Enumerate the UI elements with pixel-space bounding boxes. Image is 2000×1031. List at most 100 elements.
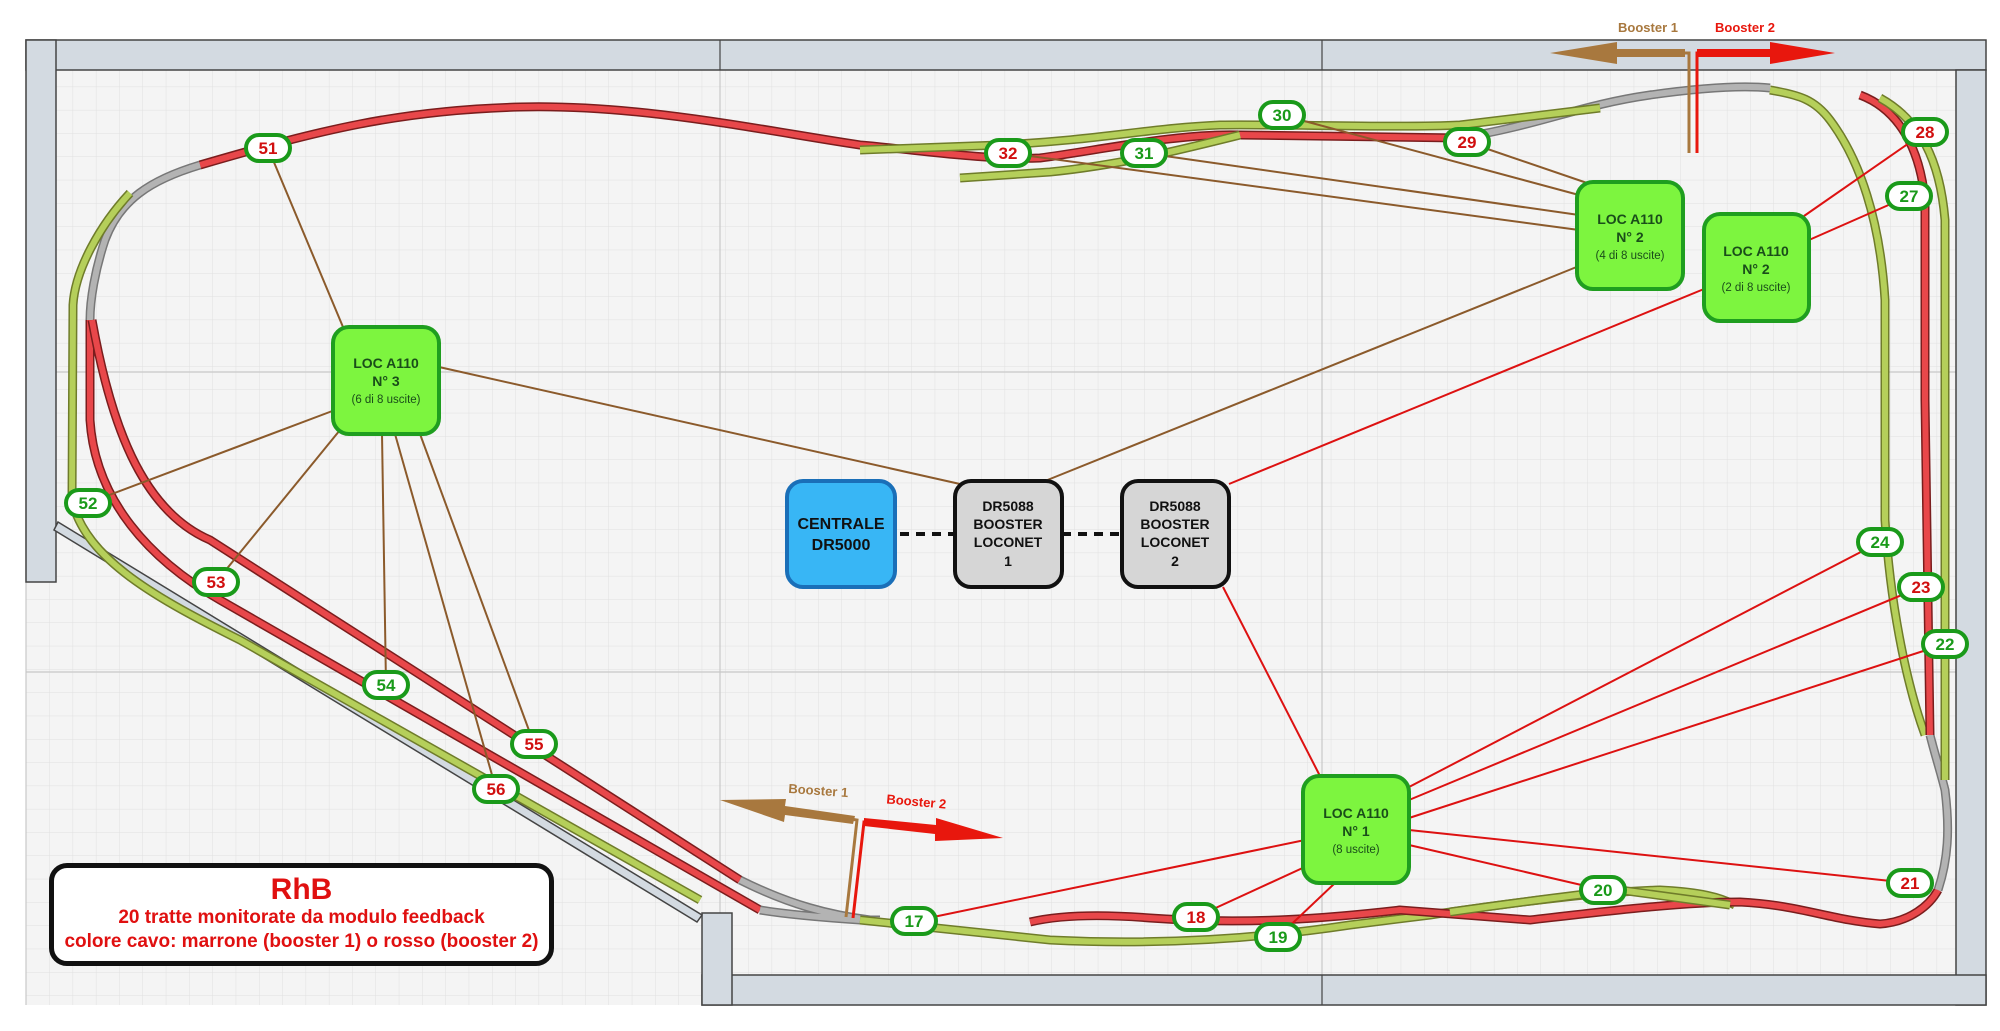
feedback-label-22[interactable]: 22 <box>1921 629 1969 659</box>
feedback-label-20[interactable]: 20 <box>1579 875 1627 905</box>
module-loc-a110-3[interactable]: LOC A110 N° 3 (6 di 8 uscite) <box>331 325 441 436</box>
feedback-label-30[interactable]: 30 <box>1258 100 1306 130</box>
feedback-label-text: 53 <box>207 573 226 592</box>
feedback-label-19[interactable]: 19 <box>1254 922 1302 952</box>
feedback-wire-31 <box>1143 152 1580 216</box>
feedback-label-53[interactable]: 53 <box>192 567 240 597</box>
feedback-label-29[interactable]: 29 <box>1443 127 1491 157</box>
feedback-label-pill[interactable] <box>1172 902 1220 932</box>
feedback-label-28[interactable]: 28 <box>1901 117 1949 147</box>
feed-wire-m3-booster1 <box>438 366 961 485</box>
booster1-label: Booster 1 <box>1618 20 1678 35</box>
feedback-label-pill[interactable] <box>984 138 1032 168</box>
module-line1: LOC A110 <box>353 355 419 371</box>
feedback-wire-17 <box>913 839 1306 922</box>
feedback-wire-55 <box>419 433 535 745</box>
module-loc-a110-2a[interactable]: LOC A110 N° 2 (4 di 8 uscite) <box>1575 180 1685 291</box>
track-left-curve-grey-fill <box>87 162 201 321</box>
module-box[interactable] <box>1575 180 1685 291</box>
feedback-label-pill[interactable] <box>1120 138 1168 168</box>
feedback-label-pill[interactable] <box>1579 875 1627 905</box>
central-box[interactable] <box>785 479 897 589</box>
module-loc-a110-2b[interactable]: LOC A110 N° 2 (2 di 8 uscite) <box>1702 212 1811 323</box>
wall-bottom <box>701 974 1987 1006</box>
feedback-label-text: 51 <box>259 139 278 158</box>
booster-line: DR5088 <box>982 498 1034 514</box>
feedback-label-pill[interactable] <box>1897 572 1945 602</box>
feedback-label-pill[interactable] <box>1901 117 1949 147</box>
feed-wire-m2b-booster2 <box>1228 288 1705 485</box>
track-right-green-outer-fill <box>1878 95 1948 780</box>
feedback-label-31[interactable]: 31 <box>1120 138 1168 168</box>
feedback-label-32[interactable]: 32 <box>984 138 1032 168</box>
legend-box: RhB 20 tratte monitorate da modulo feedb… <box>49 863 554 966</box>
feedback-label-55[interactable]: 55 <box>510 729 558 759</box>
central-dr5000[interactable]: CENTRALE DR5000 <box>785 479 897 589</box>
wall-top <box>25 39 1987 71</box>
feedback-wire-28 <box>1803 131 1926 217</box>
module-box[interactable] <box>1301 774 1411 885</box>
booster-loconet-1[interactable]: DR5088 BOOSTER LOCONET 1 <box>953 479 1064 589</box>
booster-line: BOOSTER <box>973 516 1042 532</box>
module-line3: (4 di 8 uscite) <box>1595 250 1664 262</box>
module-box[interactable] <box>331 325 441 436</box>
module-line3: (2 di 8 uscite) <box>1721 282 1790 294</box>
feedback-label-pill[interactable] <box>1254 922 1302 952</box>
feedback-label-51[interactable]: 51 <box>244 133 292 163</box>
booster1-label: Booster 1 <box>788 781 849 800</box>
feedback-label-18[interactable]: 18 <box>1172 902 1220 932</box>
feedback-label-pill[interactable] <box>192 567 240 597</box>
feedback-label-23[interactable]: 23 <box>1897 572 1945 602</box>
feedback-label-pill[interactable] <box>362 670 410 700</box>
feedback-wire-18 <box>1195 859 1321 918</box>
booster-box[interactable] <box>1120 479 1231 589</box>
booster-loconet-2[interactable]: DR5088 BOOSTER LOCONET 2 <box>1120 479 1231 589</box>
feedback-label-21[interactable]: 21 <box>1886 868 1934 898</box>
feedback-label-56[interactable]: 56 <box>472 774 520 804</box>
feedback-wire-20 <box>1408 844 1604 891</box>
booster-line: 1 <box>1004 553 1012 569</box>
booster2-label: Booster 2 <box>886 791 947 811</box>
legend-line-1: 20 tratte monitorate da modulo feedback <box>118 907 485 928</box>
feedback-label-pill[interactable] <box>1258 100 1306 130</box>
wires <box>87 114 1946 938</box>
wall-bottom-post <box>701 912 733 1006</box>
booster-box[interactable] <box>953 479 1064 589</box>
feedback-wire-53 <box>215 429 341 583</box>
feedback-wire-51 <box>267 147 344 328</box>
feedback-wire-52 <box>87 409 336 504</box>
feedback-label-pill[interactable] <box>890 906 938 936</box>
legend-line-2: colore cavo: marrone (booster 1) o rosso… <box>64 931 539 952</box>
feedback-label-pill[interactable] <box>1443 127 1491 157</box>
feedback-label-pill[interactable] <box>1921 629 1969 659</box>
booster2-label: Booster 2 <box>1715 20 1775 35</box>
track-main-top-fill <box>199 103 1461 168</box>
feedback-label-54[interactable]: 54 <box>362 670 410 700</box>
module-box[interactable] <box>1702 212 1811 323</box>
track-right-curve-grey-fill <box>1927 734 1951 891</box>
feedback-label-text: 19 <box>1269 928 1288 947</box>
feedback-label-pill[interactable] <box>510 729 558 759</box>
feedback-label-24[interactable]: 24 <box>1856 527 1904 557</box>
feedback-label-pill[interactable] <box>244 133 292 163</box>
feedback-label-text: 55 <box>525 735 544 754</box>
feedback-label-52[interactable]: 52 <box>64 488 112 518</box>
booster2-arrow-icon <box>864 818 1003 841</box>
feedback-label-text: 27 <box>1900 187 1919 206</box>
track-top-green-fill <box>859 105 1601 153</box>
booster-line: DR5088 <box>1149 498 1201 514</box>
feedback-label-pill[interactable] <box>64 488 112 518</box>
booster-line: BOOSTER <box>1140 516 1209 532</box>
feedback-label-pill[interactable] <box>1885 181 1933 211</box>
track-bottom-red-fill <box>1029 888 1941 928</box>
booster-line: LOCONET <box>974 534 1043 550</box>
module-line1: LOC A110 <box>1597 211 1663 227</box>
feedback-label-text: 20 <box>1594 881 1613 900</box>
feedback-label-27[interactable]: 27 <box>1885 181 1933 211</box>
feedback-label-pill[interactable] <box>1856 527 1904 557</box>
feedback-label-pill[interactable] <box>1886 868 1934 898</box>
feedback-label-17[interactable]: 17 <box>890 906 938 936</box>
module-loc-a110-1[interactable]: LOC A110 N° 1 (8 uscite) <box>1301 774 1411 885</box>
feedback-wire-21 <box>1408 829 1911 884</box>
feedback-label-pill[interactable] <box>472 774 520 804</box>
